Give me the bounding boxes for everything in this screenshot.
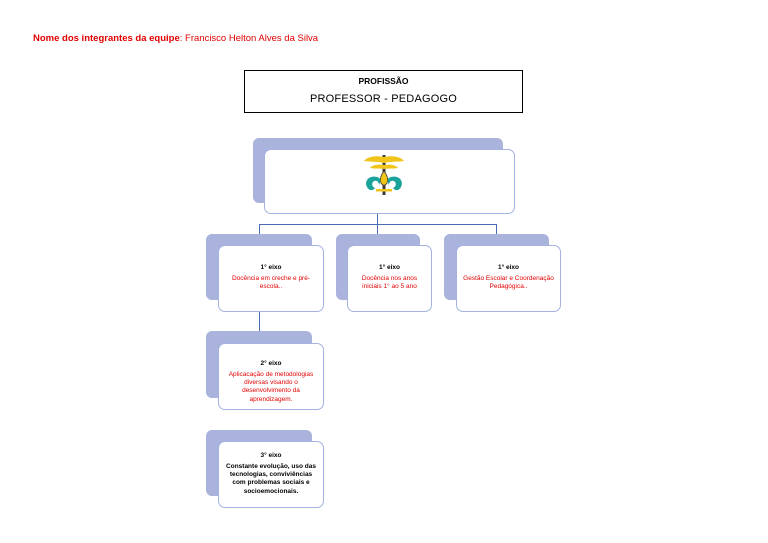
profession-box: PROFISSÃO PROFESSOR - PEDAGOGO [244, 70, 523, 113]
profession-label: PROFISSÃO [358, 76, 409, 86]
pedagogy-emblem-icon [364, 155, 404, 195]
connector-trunk [377, 214, 378, 224]
connector-axis1-axis2 [259, 312, 260, 344]
axis-node-creche: 1° eixo Docência em creche e pré-escola.… [218, 245, 324, 312]
axis-title: 1° eixo [497, 264, 520, 271]
axis-text: Docência nos anos iniciais 1° ao 5 ano [361, 275, 418, 291]
axis-text: Docência em creche e pré-escola.. [231, 275, 311, 291]
axis-node-anos-iniciais: 1° eixo Docência nos anos iniciais 1° ao… [347, 245, 432, 312]
axis-node-gestao: 1° eixo Gestão Escolar e Coordenação Ped… [456, 245, 561, 312]
axis-node-metodologias: 2° eixo Aplicacação de metodologias dive… [218, 343, 324, 410]
team-label: Nome dos integrantes da equipe [33, 33, 180, 44]
axis-text: Gestão Escolar e Coordenação Pedagógica.… [463, 275, 554, 291]
team-members: Francisco Helton Alves da Silva [185, 33, 319, 44]
connector-horizontal [259, 224, 497, 225]
axis-title: 2° eixo [260, 360, 282, 367]
axis-text: Constante evolução, uso das tecnologias,… [226, 463, 316, 495]
axis-title: 3° eixo [260, 452, 282, 459]
axis-title: 1° eixo [378, 264, 401, 271]
axis-text: Aplicacação de metodologias diversas vis… [228, 371, 314, 403]
team-members-line: Nome dos integrantes da equipe: Francisc… [33, 33, 319, 44]
axis-title: 1° eixo [260, 264, 282, 271]
profession-value: PROFESSOR - PEDAGOGO [309, 93, 458, 105]
axis-node-evolucao: 3° eixo Constante evolução, uso das tecn… [218, 441, 324, 508]
